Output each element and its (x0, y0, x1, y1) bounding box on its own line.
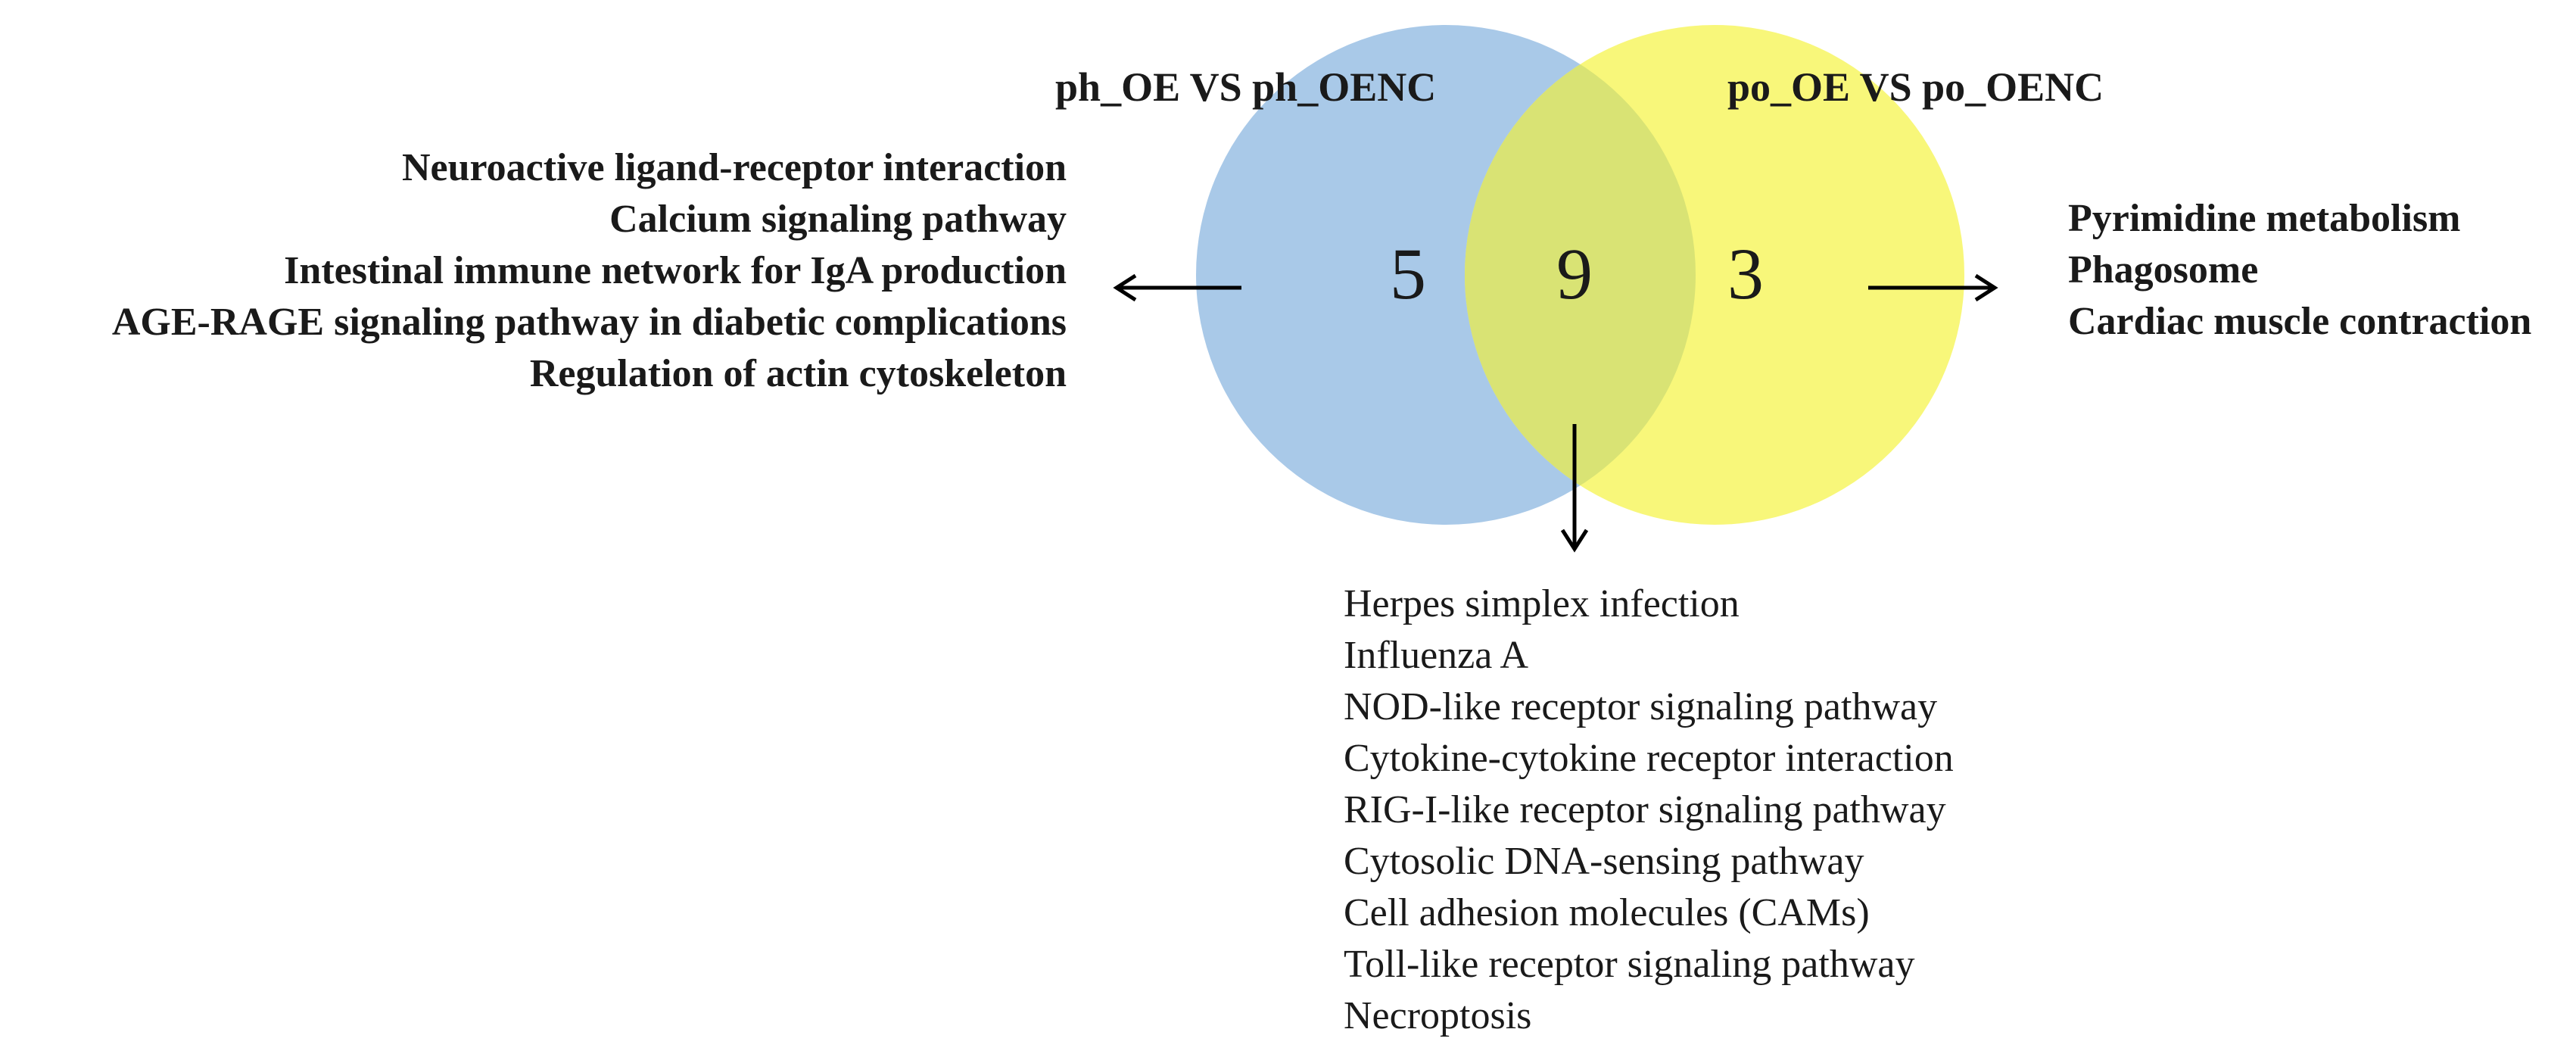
list-item: Calcium signaling pathway (609, 198, 1067, 241)
set-a-unique-count: 5 (1390, 233, 1426, 314)
left-arrow (1113, 273, 1241, 302)
overlap-region (1465, 25, 1696, 525)
list-item: Cell adhesion molecules (CAMs) (1344, 891, 1870, 934)
list-item: RIG-I-like receptor signaling pathway (1344, 788, 1946, 831)
list-item: Toll-like receptor signaling pathway (1344, 943, 1915, 986)
overlap-count: 9 (1556, 233, 1593, 314)
arrows (1113, 273, 1998, 553)
list-item: Cardiac muscle contraction (2068, 300, 2532, 343)
list-item: Intestinal immune network for IgA produc… (284, 249, 1067, 292)
list-item: Cytokine-cytokine receptor interaction (1344, 737, 1954, 780)
list-item: Herpes simplex infection (1344, 582, 1740, 625)
list-item: Necroptosis (1344, 994, 1532, 1037)
list-item: Pyrimidine metabolism (2068, 197, 2461, 240)
list-item: Neuroactive ligand-receptor interaction (401, 146, 1067, 189)
list-item: Influenza A (1344, 634, 1529, 677)
list-item: NOD-like receptor signaling pathway (1344, 685, 1938, 728)
bottom-arrow (1560, 424, 1589, 553)
set-a-label: ph_OE VS ph_OENC (1055, 64, 1437, 110)
list-item: Regulation of actin cytoskeleton (529, 352, 1067, 395)
overlap-terms: Herpes simplex infection Influenza A NOD… (1344, 579, 1954, 1042)
set-b-label: po_OE VS po_OENC (1727, 64, 2104, 110)
list-item: AGE-RAGE signaling pathway in diabetic c… (111, 301, 1067, 344)
set-a-unique-terms: Neuroactive ligand-receptor interaction … (112, 142, 1067, 400)
right-arrow (1868, 273, 1998, 302)
set-b-unique-count: 3 (1727, 233, 1764, 314)
list-item: Cytosolic DNA-sensing pathway (1344, 840, 1864, 883)
set-b-unique-terms: Pyrimidine metabolism Phagosome Cardiac … (2068, 193, 2531, 348)
list-item: Phagosome (2068, 248, 2259, 292)
